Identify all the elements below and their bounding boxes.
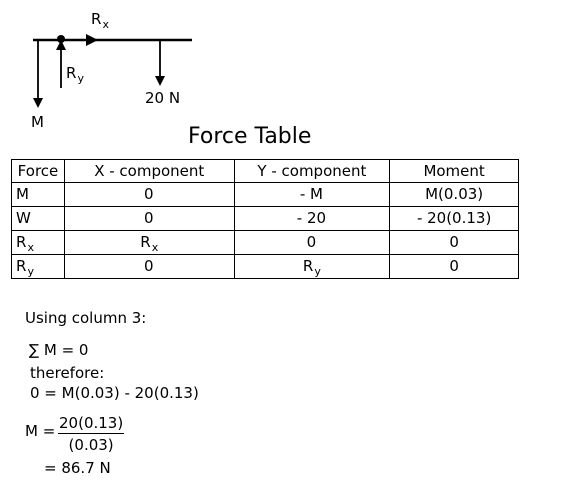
force-cell: Ry [11, 254, 65, 279]
ry-arrow-head [56, 40, 66, 50]
table-row: Ry 0 Ry 0 [11, 254, 519, 279]
force-cell: W [11, 206, 65, 231]
moment-cell: 0 [389, 254, 519, 279]
moment-arrow-head [33, 98, 43, 108]
force-cell: Rx [11, 230, 65, 255]
table-row: Rx Rx 0 0 [11, 230, 519, 255]
header-moment: Moment [389, 159, 519, 183]
ry-label: Ry [66, 64, 84, 85]
table-row: M 0 - M M(0.03) [11, 182, 519, 207]
y-cell: - 20 [233, 206, 391, 231]
load-arrow-head [155, 76, 165, 86]
force-table: Force X - component Y - component Moment… [11, 159, 519, 279]
header-x-component: X - component [63, 159, 235, 183]
rx-label: Rx [91, 10, 109, 31]
moment-cell: M(0.03) [389, 182, 519, 207]
force-cell: M [11, 182, 65, 207]
load-label: 20 N [145, 89, 181, 107]
pin-support [57, 35, 65, 43]
result: = 86.7 N [44, 459, 111, 477]
moment-label: M [31, 113, 44, 131]
fraction: 20(0.13) (0.03) [58, 414, 125, 454]
x-cell: 0 [63, 206, 235, 231]
x-cell: 0 [63, 254, 235, 279]
moment-cell: 0 [389, 230, 519, 255]
rx-arrow-head [86, 34, 98, 46]
table-row: W 0 - 20 - 20(0.13) [11, 206, 519, 231]
moment-equation: 0 = M(0.03) - 20(0.13) [30, 384, 199, 402]
header-force: Force [11, 159, 65, 183]
fraction-denominator: (0.03) [68, 436, 114, 454]
sum-equation: ∑ M = 0 [29, 341, 89, 359]
fraction-numerator: 20(0.13) [58, 414, 125, 434]
x-cell: 0 [63, 182, 235, 207]
free-body-diagram [33, 34, 192, 108]
therefore-text: therefore: [30, 364, 105, 382]
y-cell: - M [233, 182, 391, 207]
m-equals-label: M = [25, 422, 56, 440]
y-cell: 0 [233, 230, 391, 255]
x-cell: Rx [63, 230, 235, 255]
header-y-component: Y - component [233, 159, 391, 183]
table-header-row: Force X - component Y - component Moment [11, 159, 519, 183]
y-cell: Ry [233, 254, 391, 279]
sigma-symbol: ∑ [29, 341, 40, 359]
table-title: Force Table [188, 124, 312, 149]
moment-cell: - 20(0.13) [389, 206, 519, 231]
solution-intro: Using column 3: [25, 309, 147, 327]
